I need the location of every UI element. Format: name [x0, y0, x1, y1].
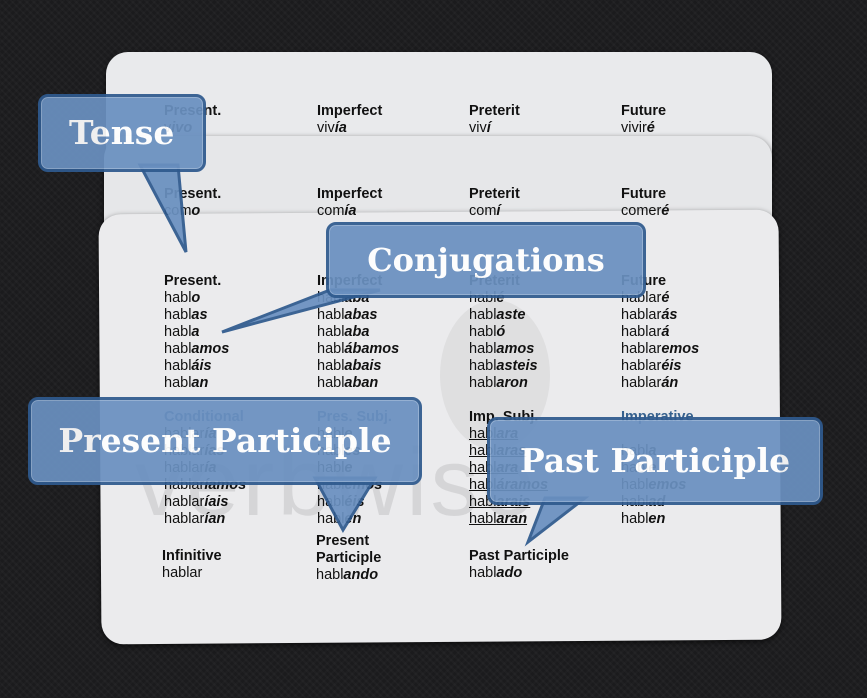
mid-2-form: comí: [469, 203, 501, 219]
imperfect-form: hablabais: [317, 358, 382, 374]
future-form: hablará: [621, 324, 670, 340]
mid-3-header: Future: [621, 186, 667, 202]
present-participle-callout: Present Participle: [28, 397, 422, 485]
present-participle-form: hablando: [316, 567, 379, 583]
present-form: habláis: [164, 358, 212, 374]
mid-3-form: comeré: [621, 203, 670, 219]
preterit-form: hablaste: [469, 307, 526, 323]
preterit-form: hablasteis: [469, 358, 538, 374]
present-form: hablamos: [164, 341, 230, 357]
future-form: hablarás: [621, 307, 678, 323]
present-form: hablo: [164, 290, 201, 306]
present-participle-header-line2: Participle: [316, 550, 382, 566]
present-form: habla: [164, 324, 200, 340]
back-2-form: viví: [469, 120, 491, 136]
past-participle-section: Past Participle hablado: [469, 548, 619, 582]
preterit-column: Preterithabléhablastehablóhablamoshablas…: [469, 273, 619, 392]
tense-callout-label: Tense: [69, 113, 175, 152]
conjugations-callout-label: Conjugations: [367, 241, 605, 279]
back-1-header: Imperfect: [317, 103, 383, 119]
mid-1-header: Imperfect: [317, 186, 383, 202]
present-participle-header-line1: Present: [316, 533, 370, 549]
present-participle-section: Present Participle hablando: [316, 533, 466, 584]
past-participle-callout-label: Past Participle: [519, 441, 791, 480]
present-header: Present.: [164, 273, 222, 289]
imp-subj-form: hablaran: [469, 511, 528, 527]
imperfect-form: hablaba: [317, 324, 370, 340]
mid-1-form: comía: [317, 203, 357, 219]
mid-2-header: Preterit: [469, 186, 520, 202]
past-participle-callout: Past Participle: [487, 417, 823, 505]
conditional-form: hablaríais: [164, 494, 229, 510]
preterit-form: hablamos: [469, 341, 535, 357]
past-participle-form: hablado: [469, 565, 523, 581]
tense-callout-tail: [137, 163, 188, 253]
present-participle-callout-tail: [312, 476, 378, 534]
future-column: Futurehablaréhablaráshablaráhablaremosha…: [621, 273, 771, 392]
preterit-form: hablaron: [469, 375, 528, 391]
imperfect-form: hablábamos: [317, 341, 400, 357]
preterit-form: habló: [469, 324, 506, 340]
infinitive-form: hablar: [162, 565, 203, 581]
present-form: hablan: [164, 375, 209, 391]
imperfect-form: hablabas: [317, 307, 378, 323]
infinitive-section: Infinitive hablar: [162, 548, 312, 582]
back-1-form: vivía: [317, 120, 347, 136]
infinitive-header: Infinitive: [162, 548, 222, 564]
back-3-form: viviré: [621, 120, 655, 136]
conditional-form: hablarían: [164, 511, 226, 527]
future-form: hablarán: [621, 375, 679, 391]
present-form: hablas: [164, 307, 208, 323]
imperfect-form: hablaban: [317, 375, 379, 391]
future-form: hablaréis: [621, 358, 682, 374]
future-form: hablaremos: [621, 341, 700, 357]
past-participle-header: Past Participle: [469, 548, 569, 564]
imperative-form: hablen: [621, 511, 666, 527]
present-participle-callout-label: Present Participle: [58, 421, 392, 460]
conjugations-callout: Conjugations: [326, 222, 646, 298]
back-3-header: Future: [621, 103, 667, 119]
tense-callout: Tense: [38, 94, 206, 172]
back-2-header: Preterit: [469, 103, 520, 119]
